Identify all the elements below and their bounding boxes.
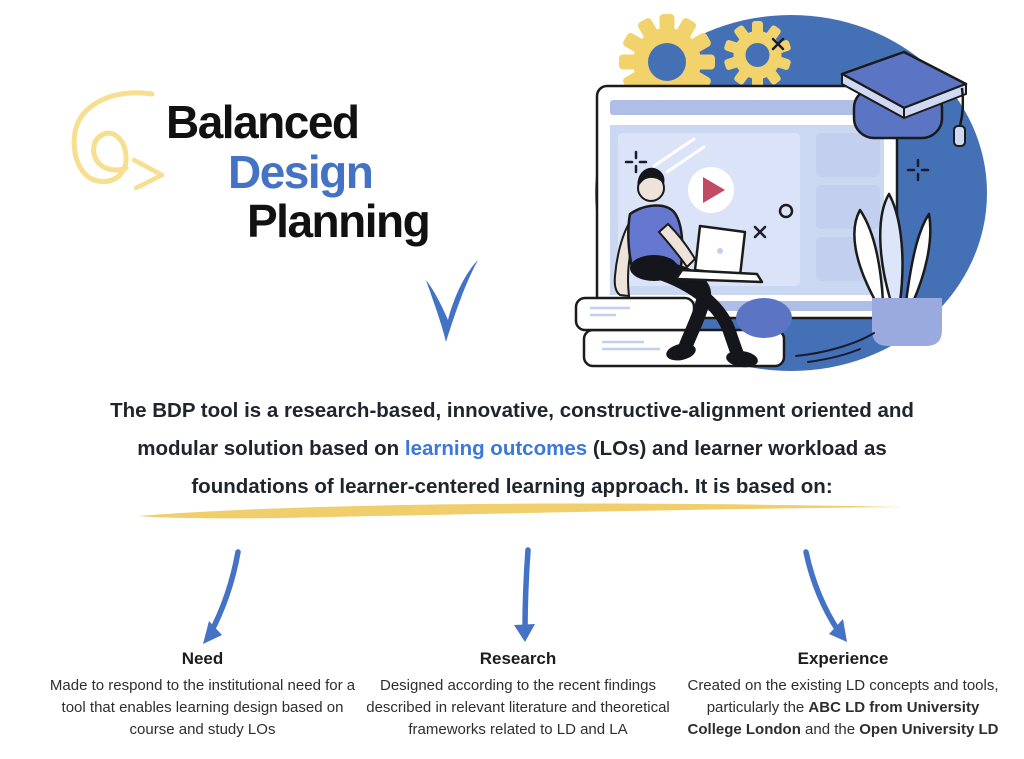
column-research: Research Designed according to the recen… (343, 649, 693, 741)
sparkle-cross-icon (771, 37, 785, 51)
plant (853, 192, 942, 346)
sparkle-plus-icon (624, 150, 648, 174)
motion-line (795, 332, 875, 357)
reflection-lines (652, 137, 706, 174)
yellow-underline-swoosh (138, 503, 904, 519)
person-shoe (726, 350, 758, 368)
browser-window (595, 84, 899, 320)
motion-line (807, 348, 861, 363)
sparkle-ring-icon (778, 203, 794, 219)
curved-down-arrow-icon (203, 549, 241, 644)
intro-paragraph: The BDP tool is a research-based, innova… (110, 399, 914, 498)
yellow-loop-arrow-icon (71, 90, 165, 191)
curved-down-arrow-icon (803, 549, 847, 642)
column-need: Need Made to respond to the institutiona… (30, 649, 375, 741)
column-title: Need (181, 649, 224, 668)
column-title: Experience (797, 649, 889, 668)
sparkle-cross-icon (753, 225, 767, 239)
logo-word-design: Design (228, 146, 374, 198)
plant-pot (872, 298, 942, 346)
logo-word-balanced: Balanced (166, 96, 360, 148)
logo-word-planning: Planning (247, 195, 431, 247)
column-body: Made to respond to the institutional nee… (49, 677, 356, 738)
person-hand (657, 222, 697, 269)
column-experience: Experience Created on the existing LD co… (668, 649, 1018, 741)
column-title: Research (479, 649, 557, 668)
cushion (736, 298, 792, 338)
column-body: Created on the existing LD concepts and … (687, 677, 999, 738)
graduation-cap-icon (840, 50, 968, 147)
person-leg (649, 265, 745, 363)
person-shoe (666, 343, 696, 361)
sparkle-plus-icon (906, 158, 930, 182)
person (613, 167, 758, 368)
down-arrows (203, 547, 847, 644)
blue-checkmark-icon (426, 260, 478, 342)
learning-outcomes-link[interactable]: learning outcomes (404, 437, 588, 460)
learning-illustration (574, 14, 987, 371)
laptop (674, 224, 764, 284)
person-hair (637, 167, 665, 190)
column-body: Designed according to the recent finding… (366, 677, 670, 738)
curved-down-arrow-icon (514, 547, 535, 642)
play-icon (688, 167, 734, 213)
